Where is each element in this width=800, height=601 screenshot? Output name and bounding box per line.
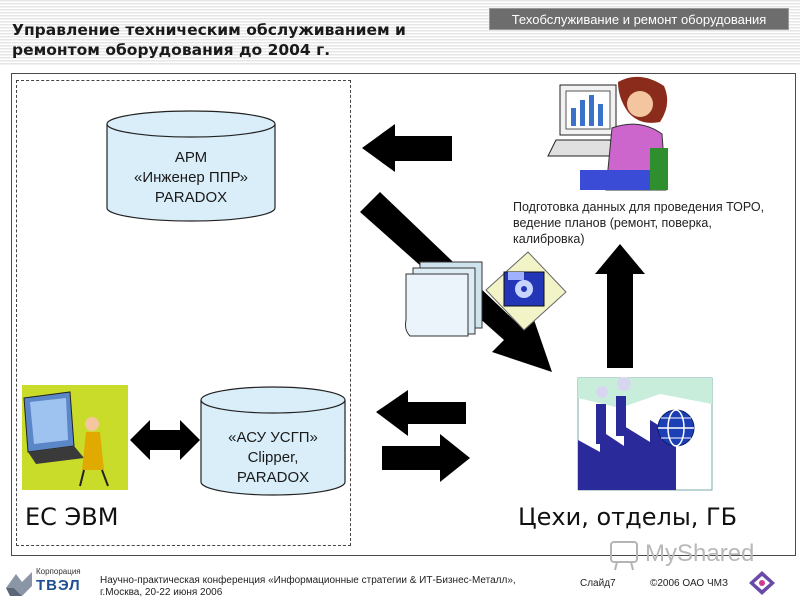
- slide-title-line2: ремонтом оборудования до 2004 г.: [12, 41, 331, 59]
- label-workshops: Цехи, отделы, ГБ: [518, 503, 738, 531]
- corp-logo: [0, 566, 96, 600]
- asu-line1: «АСУ УСГП»: [228, 429, 318, 446]
- database-cylinder-icon: [106, 110, 276, 222]
- asu-line2: Clipper,: [247, 449, 299, 466]
- arrow-double-horizontal: [130, 420, 200, 460]
- label-mainframe: ЕС ЭВМ: [25, 503, 119, 531]
- process-caption: Подготовка данных для проведения ТОРО, в…: [513, 200, 765, 246]
- conference-info: Научно-практическая конференция «Информа…: [100, 575, 570, 599]
- corp-small-label: Корпорация: [36, 567, 81, 576]
- mainframe-group-box: [16, 80, 351, 546]
- watermark-text: MyShared: [645, 540, 755, 567]
- database-cylinder-icon: [200, 386, 346, 496]
- watermark: MyShared: [609, 538, 769, 572]
- documents-icon: [405, 261, 483, 337]
- arm-database-cylinder: АРМ «Инженер ППР» PARADOX: [106, 110, 276, 222]
- asu-line3: PARADOX: [236, 469, 310, 486]
- arm-line2: «Инженер ППР»: [134, 169, 248, 186]
- diagram-frame: [11, 73, 796, 556]
- arrow-left-middle: [376, 390, 466, 436]
- mainframe-computer-icon: [22, 385, 128, 490]
- asu-database-cylinder: «АСУ УСГП» Clipper, PARADOX: [200, 386, 346, 496]
- arrow-right-middle: [382, 434, 470, 482]
- floppy-disk-icon: [485, 251, 567, 331]
- slide-title: Управление техническим обслуживанием и р…: [12, 20, 482, 60]
- arrow-left-top: [362, 124, 452, 172]
- corp-name: ТВЭЛ: [36, 577, 81, 594]
- arrow-up: [595, 244, 645, 368]
- copyright: ©2006 ОАО ЧМЗ: [650, 578, 728, 589]
- chmz-emblem-icon: [749, 571, 775, 595]
- operator-at-computer-icon: [547, 76, 668, 191]
- arm-line3: PARADOX: [154, 189, 228, 206]
- slide-title-line1: Управление техническим обслуживанием и: [12, 21, 406, 39]
- factory-icon: [577, 377, 713, 491]
- tvel-logo-icon: [6, 572, 32, 596]
- topic-badge: Техобслуживание и ремонт оборудования: [489, 8, 789, 30]
- watermark-logo-icon: [610, 541, 638, 571]
- chmz-logo-icon: [748, 570, 776, 596]
- conference-line1: Научно-практическая конференция «Информа…: [100, 575, 516, 586]
- arm-line1: АРМ: [174, 149, 208, 166]
- slide-number: Слайд7: [580, 578, 616, 589]
- conference-line2: г.Москва, 20-22 июня 2006: [100, 587, 223, 598]
